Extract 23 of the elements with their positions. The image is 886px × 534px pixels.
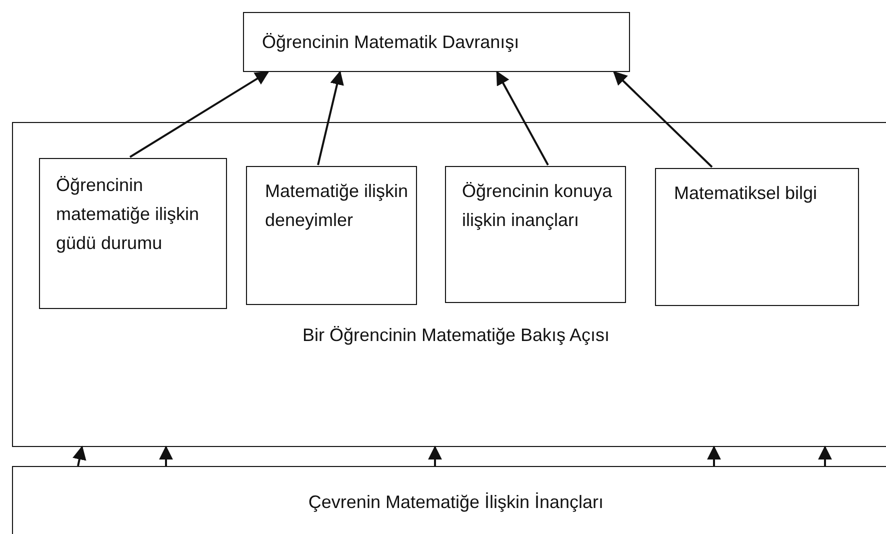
box-label: Bir Öğrencinin Matematiğe Bakış Açısı — [301, 324, 611, 347]
box-label: Öğrencinin matematiğe ilişkin güdü durumu — [56, 174, 200, 255]
factor-box — [246, 166, 417, 305]
factor-box — [655, 168, 859, 306]
arrow — [496, 70, 549, 166]
box-label: Öğrencinin konuya ilişkin inançları — [462, 180, 614, 232]
arrow — [818, 446, 832, 466]
box-label: Çevrenin Matematiğe İlişkin İnançları — [307, 491, 605, 514]
arrow — [707, 446, 721, 466]
output-box — [243, 12, 630, 72]
arrow — [159, 446, 173, 466]
perspective-panel — [12, 122, 886, 447]
factor-box — [39, 158, 227, 309]
factor-box — [445, 166, 626, 303]
arrow — [72, 446, 86, 466]
box-label: Öğrencinin Matematik Davranışı — [262, 31, 520, 54]
box-label: Matematiksel bilgi — [674, 182, 818, 205]
arrow — [613, 71, 713, 168]
arrow — [317, 70, 344, 166]
environment-box — [12, 466, 886, 534]
arrow — [129, 71, 270, 158]
arrow — [428, 446, 442, 466]
box-label: Matematiğe ilişkin deneyimler — [265, 180, 410, 232]
